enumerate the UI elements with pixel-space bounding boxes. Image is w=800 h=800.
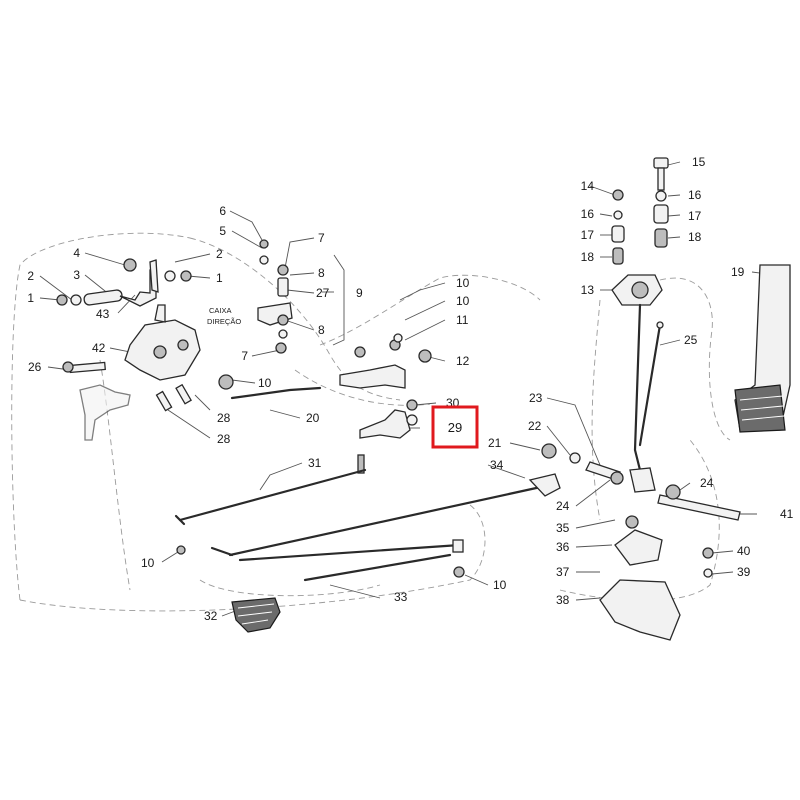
part-label-35: 35 (556, 521, 570, 535)
part-label-34: 34 (490, 458, 504, 472)
part-label-10: 10 (456, 294, 470, 308)
part-label-41: 41 (780, 507, 794, 521)
part-label-32: 32 (204, 609, 218, 623)
part-label-23: 23 (529, 391, 543, 405)
part-label-36: 36 (556, 540, 570, 554)
part-label-19: 19 (731, 265, 745, 279)
left-linkage-assembly (56, 239, 322, 441)
caixa-note-line2: DIREÇÃO (207, 317, 241, 326)
part-label-17: 17 (581, 228, 595, 242)
part-label-10: 10 (258, 376, 272, 390)
part-label-12: 12 (456, 354, 470, 368)
part-label-28: 28 (217, 432, 231, 446)
part-label-14: 14 (581, 179, 595, 193)
part-label-38: 38 (556, 593, 570, 607)
part-label-8: 8 (318, 266, 325, 280)
part-label-18: 18 (581, 250, 595, 264)
part-label-28: 28 (217, 411, 231, 425)
part-labels: 1 1 2 2 3 4 6 5 43 42 26 7 7 8 8 27 9 10… (27, 155, 793, 623)
part-label-10: 10 (456, 276, 470, 290)
part-label-21: 21 (488, 436, 502, 450)
part-label-25: 25 (684, 333, 698, 347)
part-label-43: 43 (96, 307, 110, 321)
part-label-10: 10 (141, 556, 155, 570)
part-label-26: 26 (28, 360, 42, 374)
part-label-9: 9 (356, 286, 363, 300)
part-label-13: 13 (581, 283, 595, 297)
part-label-5: 5 (219, 224, 226, 238)
right-shifter-assembly (541, 157, 791, 641)
caixa-note-line1: CAIXA (209, 306, 232, 315)
long-rods (174, 468, 561, 582)
part-label-1: 1 (216, 271, 223, 285)
part-label-22: 22 (528, 419, 542, 433)
part-label-2: 2 (27, 269, 34, 283)
part-label-7: 7 (241, 349, 248, 363)
part-label-18: 18 (688, 230, 702, 244)
part-label-37: 37 (556, 565, 570, 579)
part-label-7: 7 (318, 231, 325, 245)
part-label-11: 11 (456, 313, 469, 327)
part-label-42: 42 (92, 341, 106, 355)
part-label-27: 27 (316, 286, 330, 300)
part-label-20: 20 (306, 411, 320, 425)
part-label-16: 16 (688, 188, 702, 202)
part-label-15: 15 (692, 155, 706, 169)
part-label-31: 31 (308, 456, 322, 470)
part-label-2: 2 (216, 247, 223, 261)
part-label-4: 4 (73, 246, 80, 260)
part-label-10: 10 (493, 578, 507, 592)
part-label-1: 1 (27, 291, 34, 305)
part-label-39: 39 (737, 565, 751, 579)
part-label-29-highlighted: 29 (448, 420, 462, 435)
part-label-24: 24 (700, 476, 714, 490)
rubber-boot-32 (231, 597, 281, 633)
part-label-17: 17 (688, 209, 702, 223)
part-label-3: 3 (73, 268, 80, 282)
part-label-40: 40 (737, 544, 751, 558)
part-label-8: 8 (318, 323, 325, 337)
leader-lines (39, 161, 776, 617)
part-label-6: 6 (219, 204, 226, 218)
highlight-box-29 (431, 405, 479, 449)
part-label-33: 33 (394, 590, 408, 604)
center-linkage-assembly (339, 333, 432, 474)
part-label-24: 24 (556, 499, 570, 513)
part-label-16: 16 (581, 207, 595, 221)
